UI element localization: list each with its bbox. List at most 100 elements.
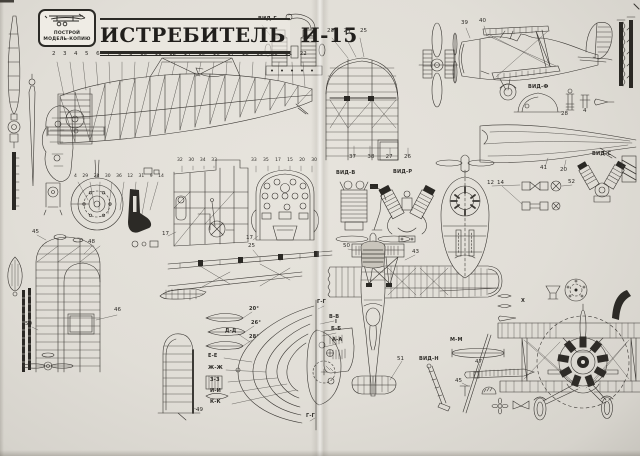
section-label-zz: З-З — [210, 377, 220, 383]
callout-number: 9 — [129, 51, 133, 57]
section-label-bb: Б-Б — [331, 326, 342, 332]
section-label-gg: Г-Г — [317, 299, 327, 305]
callout-number: 35 — [263, 158, 269, 163]
engine-view-r — [353, 145, 436, 243]
callout-number: 17 — [227, 51, 235, 57]
scale-bars — [616, 16, 636, 88]
section-label-aa: А-А — [332, 337, 343, 343]
callout-number: 14 — [497, 180, 504, 186]
aircraft-top-view — [327, 232, 503, 397]
callout-number: 18 — [241, 51, 249, 57]
callout-number: 39 — [461, 20, 468, 26]
view-label-v: ВИД-В — [336, 170, 356, 176]
callout-number: 6 — [96, 51, 100, 57]
callout-number: 11 — [154, 51, 162, 57]
callout-number: 37 — [349, 154, 356, 160]
page-title: ИСТРЕБИТЕЛЬ И-15 — [100, 23, 358, 47]
title-rule-bottom — [100, 51, 290, 56]
sheet-title-box: ИСТРЕБИТЕЛЬ И-15 — [100, 18, 357, 56]
strut-and-aileron-details — [459, 294, 535, 415]
engine-view-v — [339, 180, 387, 231]
callout-number: 14 — [158, 174, 164, 179]
fuselage-bottom-view — [479, 124, 637, 170]
callout-number: 50 — [343, 243, 350, 249]
instrument-panel-view — [251, 165, 319, 241]
angle-label: 28° — [249, 334, 260, 340]
stabilizer-plan-detail — [159, 288, 207, 301]
callout-number: 10 — [140, 51, 148, 57]
callout-number: 4 — [583, 108, 587, 114]
forward-fuselage-front-details — [41, 105, 159, 231]
callout-number: 21 — [285, 51, 293, 57]
callout-number: 20 — [270, 51, 278, 57]
headrest-fairing-detail — [513, 88, 615, 113]
callout-number: 47 — [475, 359, 482, 365]
airfoil-section-mm — [451, 348, 505, 358]
callout-number: 12 — [127, 174, 134, 179]
callout-number: 22 — [299, 51, 307, 57]
strut-view-n — [426, 363, 451, 412]
callout-number: 17 — [275, 158, 281, 163]
callout-number: 3 — [63, 51, 67, 57]
section-label-vv: В-В — [329, 314, 340, 320]
title-rule-top — [100, 18, 290, 20]
strut-section-details — [205, 311, 255, 400]
callout-number: 17 — [162, 231, 169, 237]
callout-number: 40 — [479, 18, 486, 24]
callout-number: 15 — [198, 51, 206, 57]
callout-number: 8 — [118, 51, 122, 57]
callout-number: 16 — [212, 51, 220, 57]
callout-number: 51 — [397, 356, 404, 362]
callout-number: 5 — [85, 51, 89, 57]
callout-number: 28 — [93, 174, 100, 179]
callout-number: 38 — [367, 154, 375, 160]
wing-spar-detail — [167, 249, 333, 292]
spat-section-curves — [223, 299, 342, 431]
callout-number: 4 — [74, 51, 78, 57]
callout-number: 30 — [311, 158, 317, 163]
section-label-kk: К-К — [210, 399, 221, 405]
callout-number: 52 — [568, 179, 575, 185]
fuselage-truss-side-view — [56, 57, 313, 145]
section-label-mm: М-М — [450, 337, 463, 343]
fin-rib-detail — [157, 333, 201, 421]
callout-number: 12 — [169, 51, 177, 57]
callout-number: 29 — [82, 174, 89, 179]
section-label-zh: Ж-Ж — [208, 365, 223, 371]
logo-text-line1: ПОСТРОЙ — [53, 31, 81, 36]
callout-number: 41 — [540, 165, 547, 171]
small-part-glyphs — [545, 278, 631, 320]
callout-number: 50 — [25, 321, 32, 327]
biplane-logo-icon — [44, 13, 86, 27]
engine-view-s — [577, 155, 637, 203]
propeller-blade-detail — [7, 15, 21, 149]
aircraft-side-view — [452, 22, 613, 101]
callout-number: 48 — [88, 239, 95, 245]
scan-edge-marks — [0, 0, 640, 10]
callout-number: 33 — [211, 158, 217, 163]
nose-top-view-detail — [435, 154, 495, 279]
callout-number: 20 — [299, 158, 305, 163]
view-label-f: ВИД-Ф — [528, 84, 549, 90]
wing-plan-detail — [325, 37, 399, 161]
section-label-ee: Е-Е — [208, 353, 218, 359]
callout-number: 36 — [116, 174, 122, 179]
callout-number: 46 — [114, 307, 121, 313]
callout-number: 33 — [251, 158, 257, 163]
wing-panels-plan — [31, 234, 118, 373]
callout-number: 14 — [183, 51, 191, 57]
callout-number: 24 — [343, 28, 351, 34]
view-label-s: ВИД-С — [592, 151, 612, 157]
aircraft-front-view — [497, 303, 640, 421]
publisher-logo: ПОСТРОЙ МОДЕЛЬ-КОПИЮ — [38, 9, 96, 47]
cockpit-frame-view — [167, 159, 249, 247]
callout-number: 30 — [104, 174, 111, 179]
view-label-n: ВИД-Н — [419, 356, 439, 362]
